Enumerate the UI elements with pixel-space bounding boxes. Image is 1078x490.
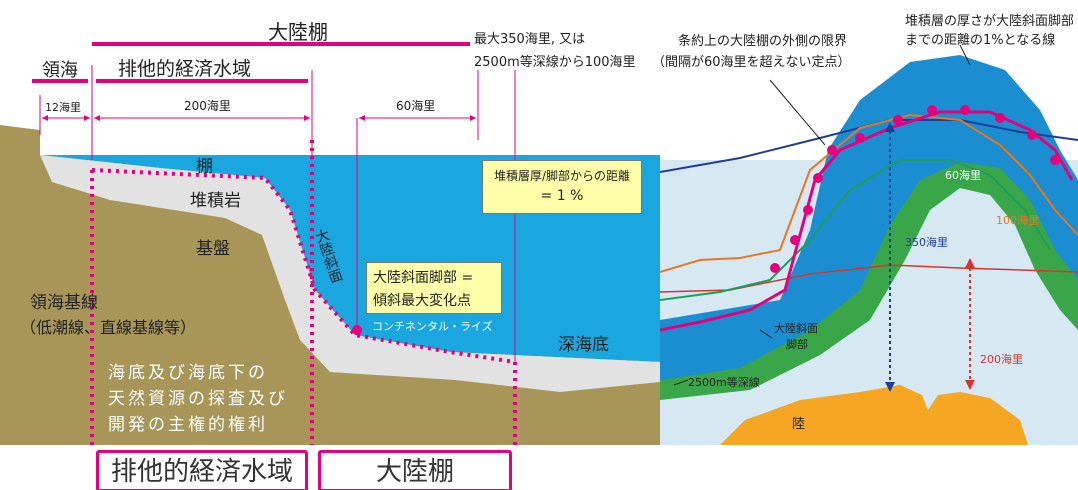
bottom-eez-box: 排他的経済水域 — [96, 450, 308, 490]
fixed-point — [827, 145, 837, 155]
right-nm350-label: 350海里 — [905, 236, 948, 249]
slope-foot-label-1: 大陸斜面 — [774, 322, 818, 335]
slope-foot-line-2: 傾斜最大変化点 — [373, 293, 471, 309]
baseline-label-1: 領海基線 — [30, 293, 98, 313]
pointer-slope-foot — [759, 329, 773, 339]
basement-label: 基盤 — [196, 239, 230, 259]
fixed-points — [770, 105, 1060, 273]
arrowhead — [885, 382, 895, 392]
shelf-label: 棚 — [196, 157, 213, 177]
map-panel — [660, 0, 1078, 445]
slope-foot-line-1: 大陸斜面脚部 = — [373, 270, 474, 286]
arrowhead — [965, 258, 975, 268]
isobath-label: 2500m等深線 — [688, 376, 760, 389]
slope-foot-box: 大陸斜面脚部 = 傾斜最大変化点 — [366, 262, 502, 314]
ratio-note-box: 堆積層厚/脚部からの距離 = 1 % — [482, 160, 642, 214]
rights-label-2: 天然資源の探査及び — [108, 389, 288, 409]
sediment-layer — [40, 155, 660, 392]
arrowhead — [42, 115, 48, 121]
land-label: 陸 — [792, 417, 806, 432]
baseline-label-2: （低潮線、直線基線等） — [20, 318, 197, 337]
one-percent-label-1: 堆積層の厚さが大陸斜面脚部 — [905, 14, 1075, 29]
fixed-point — [893, 115, 903, 125]
margin-dotted-line — [91, 168, 516, 364]
fixed-point — [790, 235, 800, 245]
fixed-point — [1027, 130, 1037, 140]
nm100-line — [660, 113, 1078, 273]
fixed-point — [803, 205, 813, 215]
slope-foot-label-2: 脚部 — [786, 338, 808, 351]
one-percent-label-2: までの距離の1%となる線 — [905, 33, 1056, 48]
bottom-shelf-box: 大陸棚 — [318, 450, 512, 490]
fixed-point — [995, 113, 1005, 123]
pointer-one-percent — [959, 44, 971, 66]
eez-label: 排他的経済水域 — [118, 58, 252, 80]
right-nm100-label: 100海里 — [996, 214, 1039, 227]
fixed-point — [813, 173, 823, 183]
fixed-point — [960, 105, 970, 115]
arrowhead — [304, 115, 310, 121]
nm-12-label: 12海里 — [45, 101, 81, 114]
nm60-line — [660, 159, 1051, 301]
land — [720, 385, 1028, 445]
continental-shelf-title: 大陸棚 — [268, 20, 328, 44]
slope-foot-marker — [352, 325, 362, 335]
fixed-point — [1050, 155, 1060, 165]
nm-60-label: 60海里 — [396, 99, 436, 113]
arrowhead — [885, 122, 895, 132]
ratio-note-line-2: = 1 % — [540, 188, 584, 204]
territorial-sea-label: 領海 — [42, 60, 78, 81]
rights-label-1: 海底及び海底下の — [108, 363, 268, 383]
fixed-point — [855, 133, 865, 143]
pointer-outer-limit — [769, 79, 826, 146]
depth-line-limit-label: 2500m等深線から100海里 — [474, 55, 636, 70]
fixed-point — [770, 263, 780, 273]
arrowhead — [359, 115, 365, 121]
right-nm60-label: 60海里 — [945, 169, 981, 182]
right-nm200-label: 200海里 — [980, 353, 1023, 366]
arrowhead — [94, 115, 100, 121]
nm-200-label: 200海里 — [184, 99, 231, 113]
sedimentary-rock-label: 堆積岩 — [190, 191, 241, 211]
outer-limit-label-1: 条約上の大陸棚の外側の限界 — [678, 34, 848, 49]
pointer-isobath — [673, 379, 689, 386]
outer-limit-label-2: （間隔が60海里を超えない定点） — [652, 55, 851, 70]
rights-label-3: 開発の主権的権利 — [108, 415, 268, 435]
ratio-note-line-1: 堆積層厚/脚部からの距離 — [493, 169, 631, 183]
deep-sea-floor-label: 深海底 — [558, 335, 609, 355]
fixed-point — [927, 105, 937, 115]
max-limit-label: 最大350海里, 又は — [474, 32, 586, 47]
arrowhead — [470, 115, 476, 121]
continental-rise-label: コンチネンタル・ライズ — [372, 320, 493, 333]
arrowhead — [84, 115, 90, 121]
arrowhead — [965, 380, 975, 390]
